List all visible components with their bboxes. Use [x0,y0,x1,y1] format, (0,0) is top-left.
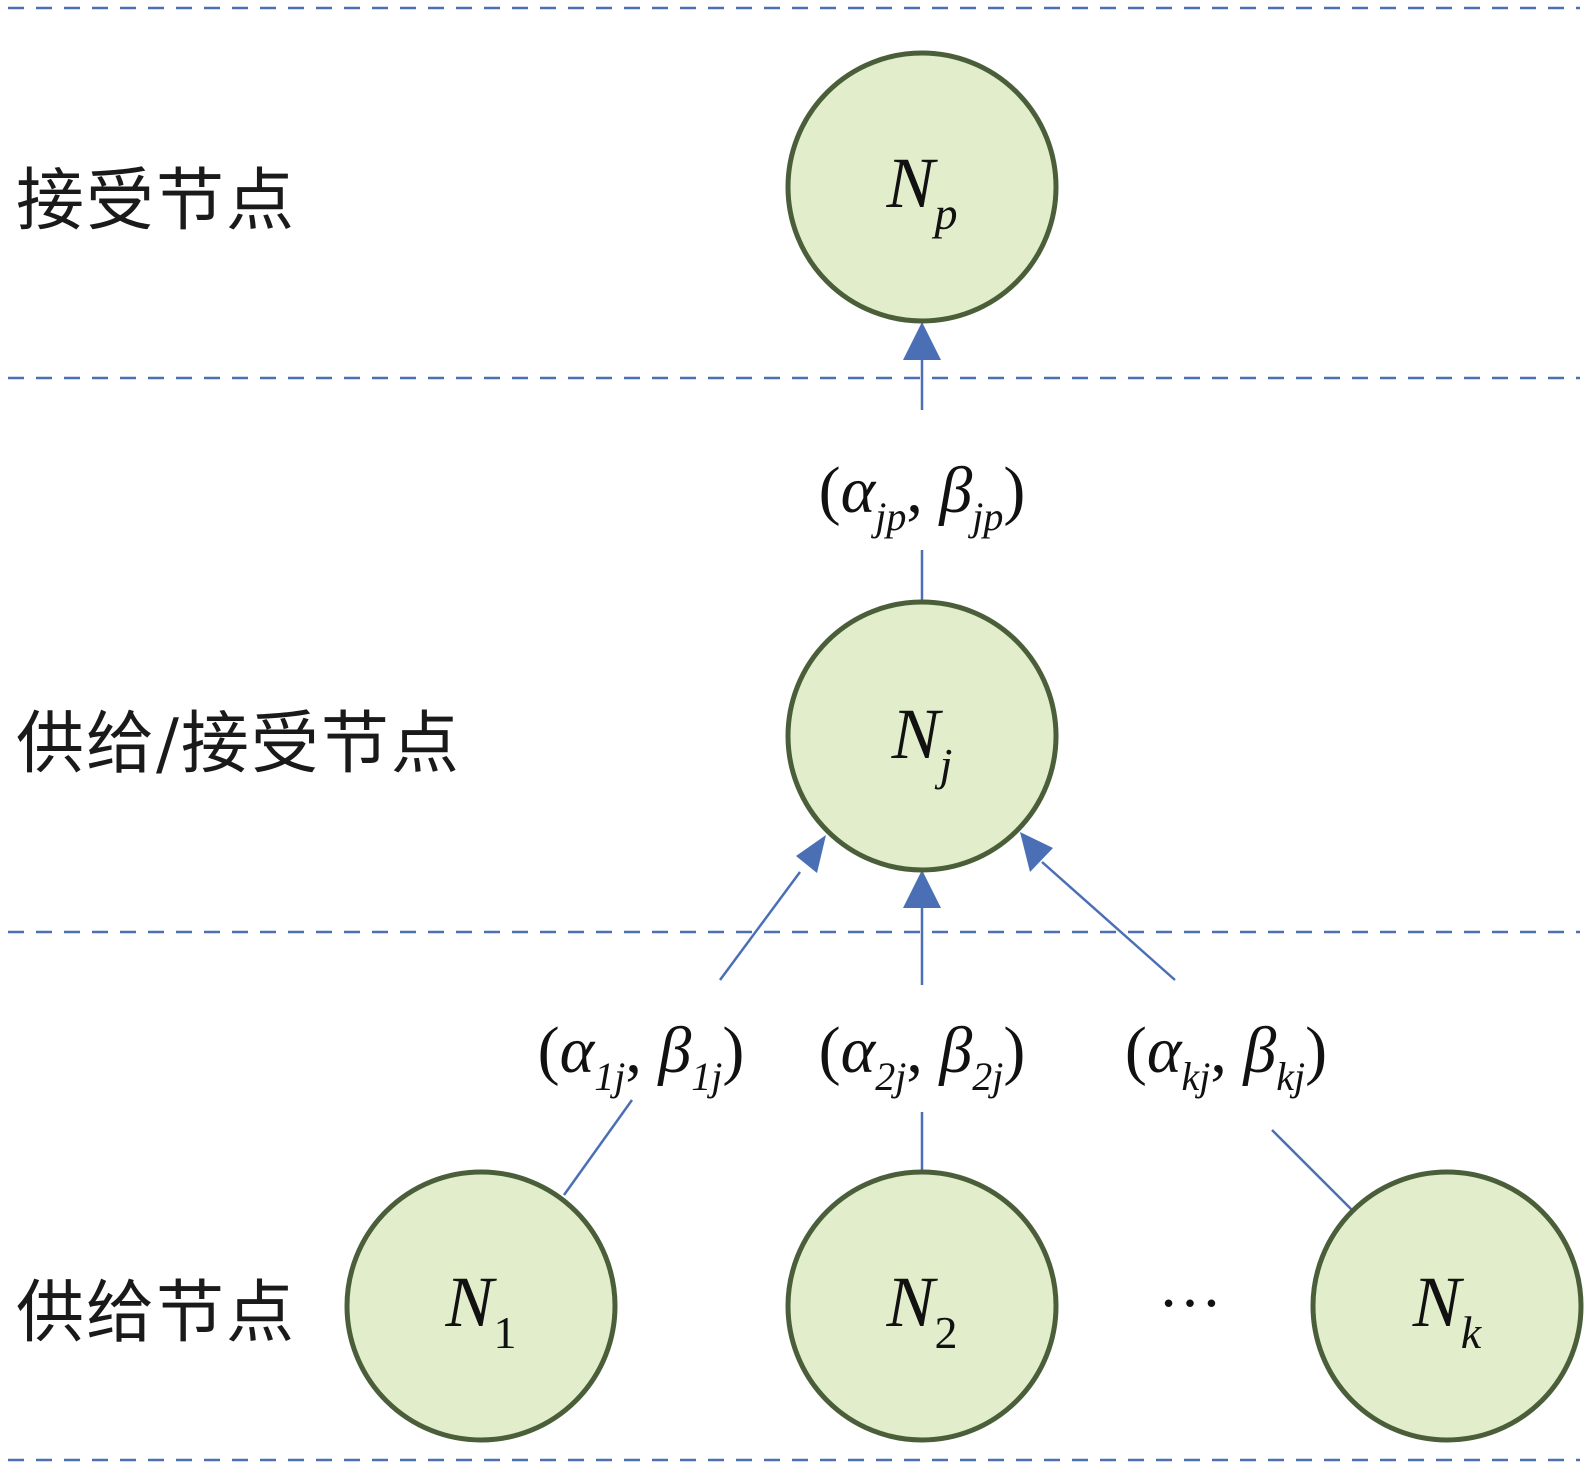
node-nk-sub: k [1461,1307,1483,1358]
arrowhead-nj-from-n1 [796,835,826,873]
svg-text:Nk: Nk [1412,1262,1483,1358]
svg-text:Nj: Nj [891,694,953,790]
edge-n1-nj-lower [562,1099,634,1196]
svg-text:Np: Np [885,143,957,239]
edge-label-kj: (αkj, βkj) [1125,1014,1327,1099]
node-nj: Nj [785,599,1059,873]
node-nk-base: N [1412,1262,1465,1342]
node-n1: N1 [344,1169,618,1443]
node-nj-sub: j [935,739,953,790]
layer-label-receive: 接受节点 [16,162,297,241]
node-n2-base: N [885,1262,938,1342]
edge-nk-nj-lower [1271,1129,1353,1211]
node-nj-base: N [891,694,944,774]
node-n2-sub: 2 [935,1307,958,1358]
node-n1-sub: 1 [494,1307,517,1358]
svg-text:N2: N2 [885,1262,957,1358]
svg-text:N1: N1 [444,1262,516,1358]
node-n2: N2 [785,1169,1059,1443]
edge-nk-nj-upper [1041,861,1176,981]
node-n1-base: N [444,1262,497,1342]
edge-n1-nj-upper [718,871,802,981]
arrowhead-nj-from-n2 [903,870,941,908]
arrowhead-np [903,322,941,360]
edge-label-jp: (αjp, βjp) [819,454,1026,539]
layer-label-supply-receive: 供给/接受节点 [16,705,461,784]
node-nk: Nk [1310,1169,1584,1443]
layer-label-supply: 供给节点 [16,1274,297,1353]
edge-label-2j: (α2j, β2j) [819,1014,1026,1099]
edge-label-1j: (α1j, β1j) [538,1014,745,1099]
node-np: Np [785,50,1059,324]
nodes-ellipsis: … [1158,1249,1222,1320]
arrowhead-nj-from-nk [1020,832,1053,872]
node-np-base: N [885,143,938,223]
node-np-sub: p [932,188,958,239]
